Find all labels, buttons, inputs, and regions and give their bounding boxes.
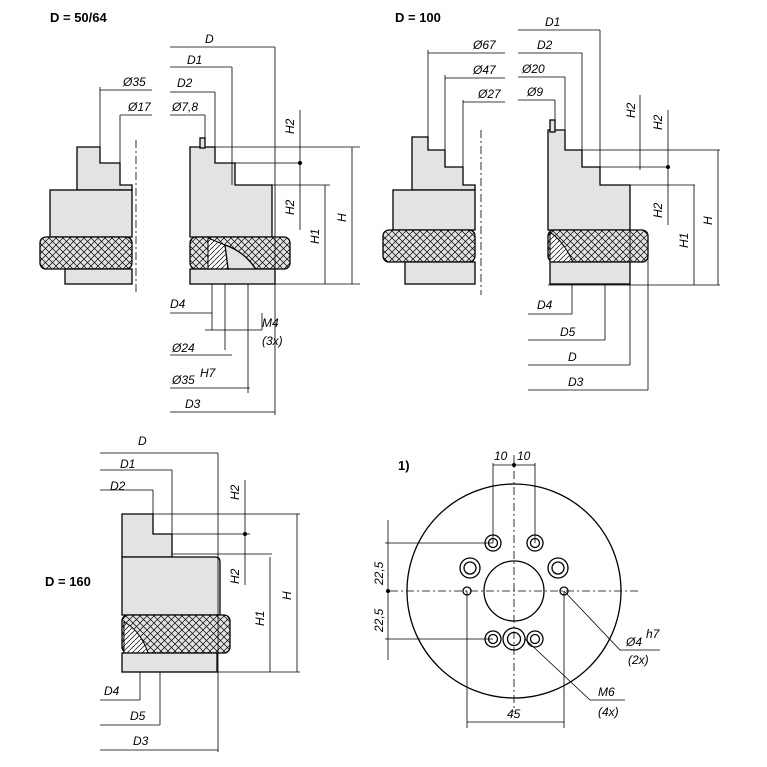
dim-D4: D4	[170, 297, 186, 311]
view-title: D = 50/64	[50, 10, 108, 25]
tol-H7: H7	[200, 366, 217, 380]
callout-phi4: Ø4	[625, 635, 642, 649]
dim-D4: D4	[537, 298, 553, 312]
view-hole-pattern: 1) 10 10 22,5 22,5 45 Ø4 h7 (2x)	[372, 449, 661, 728]
dim-phi17: Ø17	[127, 100, 152, 114]
dim-H: H	[701, 216, 715, 225]
dim-H1: H1	[677, 233, 691, 248]
section-body	[121, 513, 231, 673]
dim-phi35: Ø35	[122, 75, 146, 89]
dim-D2: D2	[110, 479, 126, 493]
right-section	[547, 119, 649, 285]
dim-H2-bottom: H2	[283, 199, 297, 215]
dim-H2-bottom: H2	[228, 568, 242, 584]
view-d100: D = 100 Ø67 Ø47 Ø27 D1 D2 Ø20 Ø9 H2	[382, 10, 720, 391]
right-section	[189, 137, 291, 285]
view-title: D = 100	[395, 10, 441, 25]
view-title: 1)	[398, 458, 410, 473]
dim-H1: H1	[308, 229, 322, 244]
thread-left	[459, 557, 481, 579]
tol-h7: h7	[646, 627, 661, 641]
dim-D4: D4	[104, 684, 120, 698]
dim-D3: D3	[133, 734, 149, 748]
dim-D2: D2	[177, 76, 193, 90]
dim-45: 45	[507, 707, 521, 721]
dim-H: H	[335, 213, 349, 222]
dim-H: H	[280, 591, 294, 600]
dim-D1: D1	[545, 15, 560, 29]
dim-D5: D5	[560, 325, 576, 339]
dim-phi24: Ø24	[171, 341, 195, 355]
callout-phi4-count: (2x)	[628, 653, 649, 667]
dim-H2-top: H2	[283, 118, 297, 134]
dim-H1: H1	[253, 611, 267, 626]
dim-D: D	[205, 32, 214, 46]
dim-H2-b: H2	[651, 114, 665, 130]
dim-phi67: Ø67	[472, 38, 497, 52]
dim-22-5-bottom: 22,5	[372, 608, 386, 633]
view-d160: D = 160 D D1 D2 H2 H2 H1 H D4 D5 D3	[45, 434, 300, 752]
callout-M6: M6	[598, 685, 615, 699]
dim-22-5-top: 22,5	[372, 561, 386, 586]
dim-phi78: Ø7,8	[171, 100, 198, 114]
thread-right	[547, 557, 569, 579]
dim-phi35-h7: Ø35	[171, 373, 195, 387]
dim-10-left: 10	[494, 449, 508, 463]
dim-H2-top: H2	[228, 484, 242, 500]
dim-H2-c: H2	[651, 202, 665, 218]
dim-phi9: Ø9	[526, 85, 543, 99]
view-d50: D = 50/64 Ø35 Ø17 D D1 D2 Ø7,8	[39, 10, 360, 415]
dim-phi47: Ø47	[472, 63, 497, 77]
dim-phi27: Ø27	[477, 87, 502, 101]
dim-H2-a: H2	[624, 102, 638, 118]
dim-D2: D2	[537, 38, 553, 52]
dim-D5: D5	[130, 709, 146, 723]
left-body	[39, 146, 133, 285]
dim-D1: D1	[187, 53, 202, 67]
dim-D3: D3	[568, 375, 584, 389]
dim-D3: D3	[185, 397, 201, 411]
dim-M4: M4	[262, 316, 279, 330]
callout-M6-count: (4x)	[598, 705, 619, 719]
dim-phi20: Ø20	[521, 62, 545, 76]
dim-M4-count: (3x)	[262, 334, 283, 348]
dim-D1: D1	[120, 457, 135, 471]
left-body	[382, 136, 476, 285]
dim-10-right: 10	[517, 449, 531, 463]
dim-D: D	[568, 350, 577, 364]
hole-bottom-right	[526, 630, 544, 648]
view-title: D = 160	[45, 574, 91, 589]
dim-D: D	[138, 434, 147, 448]
